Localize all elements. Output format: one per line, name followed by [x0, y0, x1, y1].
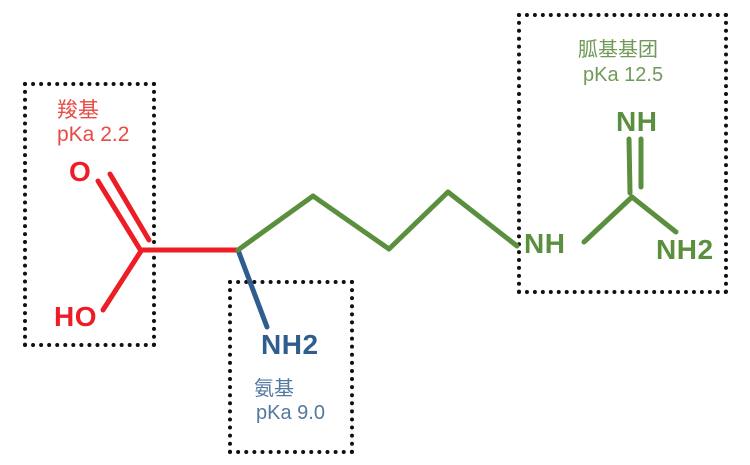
bond-alpha-nh2	[235, 247, 270, 330]
bond-c-oh	[100, 248, 144, 313]
bond-chain-nh	[445, 189, 520, 249]
carboxyl-group-name: 羧基	[57, 99, 99, 122]
bond-guanidino-c-nh2	[629, 194, 679, 235]
bond-chain-3	[386, 189, 451, 252]
amino-group-name: 氨基	[254, 378, 294, 400]
bond-c-o-double-line-2	[107, 171, 152, 243]
bond-chain-2	[310, 193, 392, 252]
imine-nh-label: NH	[616, 106, 658, 137]
amino-group-box	[228, 280, 354, 454]
guanidino-pka-value: pKa 12.5	[583, 64, 664, 86]
carboxyl-group-box	[23, 82, 156, 347]
carbonyl-oxygen-label: O	[69, 156, 92, 187]
alpha-amine-label: NH2	[261, 329, 319, 360]
secondary-amine-nh-label: NH	[524, 228, 566, 259]
carboxyl-pka-value: pKa 2.2	[57, 123, 130, 146]
hydroxyl-label: HO	[54, 301, 97, 332]
bond-c-nh-double-line-1	[626, 136, 633, 196]
guanidino-group-box	[517, 13, 728, 294]
bond-c-o-double-line-1	[95, 178, 144, 254]
bond-chain-1	[235, 193, 316, 253]
bond-nh-guanidino-c	[581, 194, 635, 245]
guanidino-group-name: 胍基基团	[578, 39, 658, 61]
terminal-amine-nh2-label: NH2	[656, 234, 714, 265]
amino-pka-value: pKa 9.0	[256, 402, 325, 424]
